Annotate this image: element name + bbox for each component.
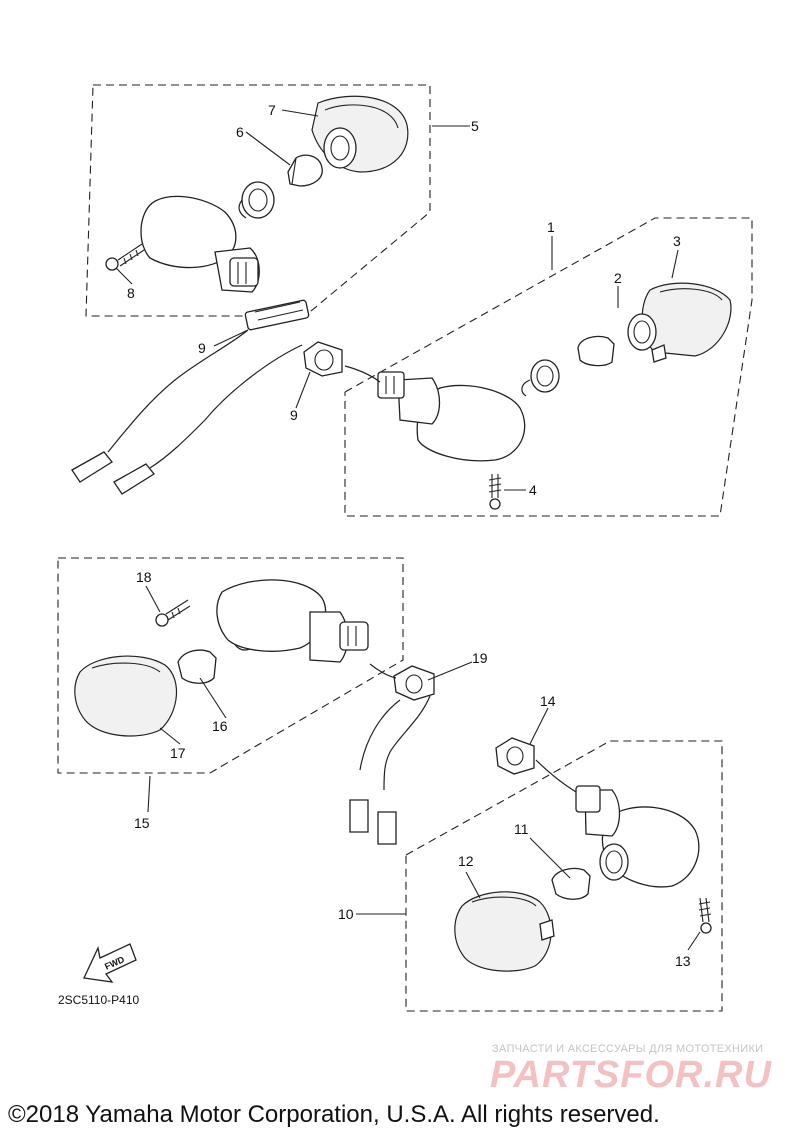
- label-9-lower: 9: [290, 407, 298, 423]
- housing: [575, 785, 700, 888]
- parts-diagram: 1 2 3 4 5 6 7 8 9 9 10 11 12 13 14 15 16…: [57, 84, 753, 1012]
- part-labels: 1 2 3 4 5 6 7 8 9 9 10 11 12 13 14 15 16…: [127, 102, 691, 969]
- label-19: 19: [472, 650, 488, 666]
- leader-lines: [115, 109, 701, 951]
- label-3: 3: [673, 233, 681, 249]
- fwd-arrow-icon: FWD: [83, 943, 137, 983]
- copyright-notice: ©2018 Yamaha Motor Corporation, U.S.A. A…: [8, 1101, 660, 1128]
- lens-12: [454, 891, 555, 972]
- harness-wires-lower: [349, 663, 577, 845]
- label-6: 6: [236, 124, 244, 140]
- label-1: 1: [547, 219, 555, 235]
- label-7: 7: [268, 102, 276, 118]
- screw-8: [105, 243, 145, 271]
- assembly-5-front-left-signal: [85, 84, 431, 317]
- screw-18: [155, 599, 191, 627]
- connector-9-upper: [244, 299, 310, 331]
- lens-3: [627, 282, 732, 363]
- label-12: 12: [458, 853, 474, 869]
- lens-7: [311, 95, 409, 173]
- label-8: 8: [127, 285, 135, 301]
- bulb-6: [287, 154, 323, 187]
- label-15: 15: [134, 815, 150, 831]
- label-17: 17: [170, 745, 186, 761]
- label-18: 18: [136, 569, 152, 585]
- harness-wires-upper: [71, 329, 381, 495]
- label-13: 13: [675, 953, 691, 969]
- bulb-11: [551, 867, 591, 900]
- label-4: 4: [529, 482, 537, 498]
- connector-19: [393, 665, 435, 701]
- housing: [216, 579, 369, 663]
- label-10: 10: [338, 906, 354, 922]
- socket: [599, 843, 629, 881]
- label-5: 5: [471, 118, 479, 134]
- grommet-14: [495, 737, 535, 775]
- label-14: 14: [540, 693, 556, 709]
- lens-17: [74, 655, 177, 737]
- assembly-15-rear-left-signal: [57, 557, 404, 774]
- bulb-2: [577, 335, 615, 367]
- label-11: 11: [514, 821, 529, 837]
- socket: [238, 181, 275, 219]
- assembly-1-front-right-signal: [344, 217, 753, 517]
- label-16: 16: [212, 718, 228, 734]
- label-2: 2: [614, 270, 622, 286]
- screw-4: [488, 474, 502, 510]
- watermark-logo: PARTSFOR.RU: [490, 1054, 772, 1096]
- socket: [521, 359, 560, 397]
- label-9-upper: 9: [198, 340, 206, 356]
- bulb-16: [177, 649, 217, 684]
- housing: [140, 195, 260, 293]
- grommet-9: [303, 341, 343, 377]
- watermark-tagline: ЗАПЧАСТИ И АКСЕССУАРЫ ДЛЯ МОТОТЕХНИКИ: [492, 1043, 764, 1055]
- diagram-code: 2SC5110-P410: [58, 993, 139, 1007]
- assembly-10-rear-right-signal: [405, 740, 723, 1012]
- screw-13: [698, 897, 712, 934]
- housing: [377, 371, 526, 462]
